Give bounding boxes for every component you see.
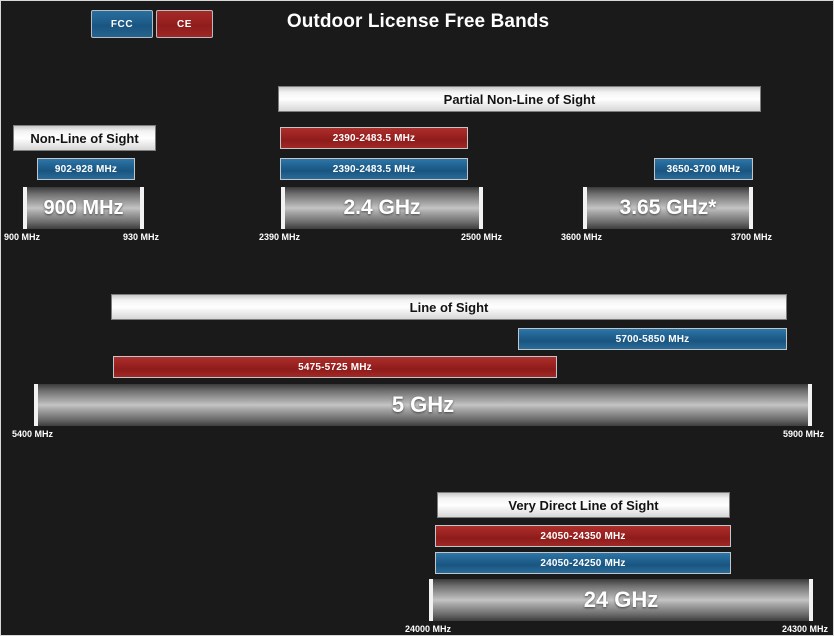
spectrum-cap-right-3-65ghz [749, 187, 753, 229]
sight-header-5ghz: Line of Sight [111, 294, 787, 320]
sight-header-900mhz-label: Non-Line of Sight [30, 130, 139, 146]
band-chip-5475-5725-label: 5475-5725 MHz [298, 361, 372, 373]
band-chip-2390-2483-fcc-label: 2390-2483.5 MHz [332, 163, 416, 175]
spectrum-cap-left-3-65ghz [583, 187, 587, 229]
band-chip-2390-2483-ce[interactable]: 2390-2483.5 MHz [280, 127, 468, 149]
page-title: Outdoor License Free Bands [286, 11, 550, 32]
band-chip-24050-24250[interactable]: 24050-24250 MHz [435, 552, 731, 574]
spectrum-cap-left-2-4ghz [281, 187, 285, 229]
band-chip-2390-2483-fcc[interactable]: 2390-2483.5 MHz [280, 158, 468, 180]
axis-tick-min-24ghz: 24000 MHz [405, 624, 452, 634]
legend-fcc-label: FCC [110, 18, 134, 30]
axis-tick-min-3-65ghz: 3600 MHz [561, 232, 603, 242]
spectrum-bar-3-65ghz: 3.65 GHz* [583, 187, 753, 229]
band-chip-5475-5725[interactable]: 5475-5725 MHz [113, 356, 557, 378]
spectrum-cap-left-900mhz [23, 187, 27, 229]
band-chip-2390-2483-ce-label: 2390-2483.5 MHz [332, 132, 416, 144]
spectrum-label-3-65ghz: 3.65 GHz* [619, 196, 717, 219]
band-chip-902-928[interactable]: 902-928 MHz [37, 158, 135, 180]
spectrum-bar-2-4ghz: 2.4 GHz [281, 187, 483, 229]
sight-header-2-4ghz-label: Partial Non-Line of Sight [443, 91, 596, 107]
axis-tick-max-900mhz: 930 MHz [122, 232, 159, 242]
axis-tick-max-2-4ghz: 2500 MHz [460, 232, 502, 242]
spectrum-cap-right-900mhz [140, 187, 144, 229]
band-chip-5700-5850-label: 5700-5850 MHz [615, 333, 690, 345]
band-chip-24050-24350-label: 24050-24350 MHz [540, 530, 626, 542]
axis-tick-max-5ghz: 5900 MHz [782, 429, 824, 439]
band-chip-24050-24350[interactable]: 24050-24350 MHz [435, 525, 731, 547]
axis-tick-min-900mhz: 900 MHz [4, 232, 41, 242]
sight-header-5ghz-label: Line of Sight [409, 299, 489, 315]
axis-tick-max-24ghz: 24300 MHz [781, 624, 828, 634]
spectrum-cap-right-24ghz [809, 579, 813, 621]
sight-header-24ghz: Very Direct Line of Sight [437, 492, 730, 518]
sight-header-24ghz-label: Very Direct Line of Sight [508, 497, 659, 513]
band-chip-5700-5850[interactable]: 5700-5850 MHz [518, 328, 787, 350]
spectrum-cap-left-5ghz [34, 384, 38, 426]
axis-tick-min-5ghz: 5400 MHz [12, 429, 54, 439]
band-chip-24050-24250-label: 24050-24250 MHz [540, 557, 626, 569]
sight-header-900mhz: Non-Line of Sight [13, 125, 156, 151]
axis-tick-min-2-4ghz: 2390 MHz [259, 232, 301, 242]
spectrum-cap-left-24ghz [429, 579, 433, 621]
spectrum-bar-5ghz: 5 GHz [34, 384, 812, 426]
spectrum-label-24ghz: 24 GHz [583, 587, 659, 612]
legend-ce-label: CE [176, 18, 193, 30]
band-chip-902-928-label: 902-928 MHz [54, 163, 118, 175]
spectrum-bar-900mhz: 900 MHz [23, 187, 144, 229]
legend-fcc-button[interactable]: FCC [91, 10, 153, 38]
spectrum-label-900mhz: 900 MHz [43, 196, 124, 219]
band-chip-3650-3700[interactable]: 3650-3700 MHz [654, 158, 753, 180]
axis-tick-max-3-65ghz: 3700 MHz [730, 232, 772, 242]
spectrum-bar-24ghz: 24 GHz [429, 579, 813, 621]
band-chip-3650-3700-label: 3650-3700 MHz [666, 163, 741, 175]
spectrum-label-2-4ghz: 2.4 GHz [343, 196, 421, 219]
spectrum-cap-right-5ghz [808, 384, 812, 426]
legend-ce-button[interactable]: CE [156, 10, 213, 38]
spectrum-cap-right-2-4ghz [479, 187, 483, 229]
sight-header-2-4ghz: Partial Non-Line of Sight [278, 86, 761, 112]
spectrum-label-5ghz: 5 GHz [391, 392, 455, 417]
